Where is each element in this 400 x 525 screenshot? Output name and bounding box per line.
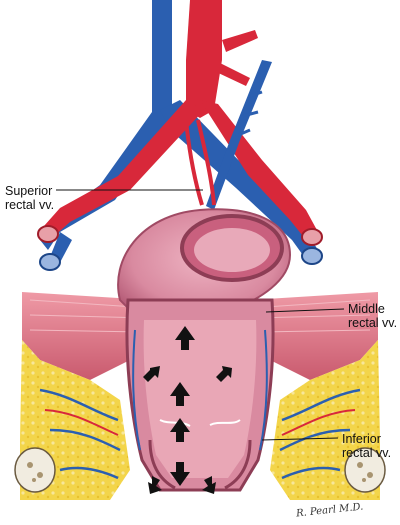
right-iliac-vein: [160, 100, 318, 258]
superior-label-line1: Superior: [5, 184, 53, 198]
internal-sphincter: [148, 439, 252, 490]
arrow-up-2: [170, 382, 190, 406]
right-common-iliac-artery: [200, 100, 318, 240]
leader-inferior: [261, 437, 339, 441]
right-vein-cut-end: [301, 247, 323, 265]
left-common-iliac-artery: [44, 100, 204, 238]
ischial-bones: [14, 447, 386, 493]
left-artery-cut-end: [37, 225, 59, 243]
rectal-mucosa: [143, 320, 257, 478]
aorta: [186, 0, 222, 118]
arrow-up-1: [175, 326, 195, 350]
venous-tributaries: [235, 90, 263, 138]
leader-middle: [265, 308, 345, 313]
iliac-vessels: [37, 0, 323, 271]
middle-label-line1: Middle: [348, 302, 385, 316]
leader-lines: [56, 189, 345, 441]
right-levator-muscle: [240, 292, 378, 380]
left-vein-cut-end: [39, 253, 61, 271]
arterial-branch-top: [222, 30, 258, 52]
superior-label-line2: rectal vv.: [5, 198, 55, 212]
inferior-rectal-arteries: [44, 409, 356, 436]
left-ischial-tuberosity: [14, 447, 56, 493]
arrow-down-left: [148, 476, 162, 494]
rectal-wall-veins: [132, 329, 268, 451]
right-artery-cut-end: [301, 228, 323, 246]
inferior-label-line1: Inferior: [342, 432, 381, 446]
middle-label-line2: rectal vv.: [348, 316, 398, 330]
arrow-up-right: [216, 366, 232, 382]
muscle-striations: [29, 299, 371, 333]
arrow-up-3: [170, 418, 190, 442]
pelvic-muscles: [22, 292, 378, 380]
arterial-branch-right: [212, 60, 250, 86]
mucosal-folds: [159, 419, 241, 427]
arrow-up-left: [143, 366, 160, 382]
superior-rectal-vessels: [184, 119, 216, 206]
arrow-down-center: [170, 462, 190, 486]
arrow-down-right: [202, 476, 216, 494]
inferior-rectal-veins-label: Inferior rectal vv.: [342, 432, 391, 460]
middle-rectal-veins-label: Middle rectal vv.: [348, 302, 397, 330]
superior-rectal-veins-label: Superior rectal vv.: [5, 184, 54, 212]
inferior-label-line2: rectal vv.: [342, 446, 392, 460]
left-inferior-rectal-veins: [39, 388, 121, 480]
right-ischial-tuberosity: [344, 447, 386, 493]
venous-drainage-arrows: [143, 326, 232, 494]
rectum: [117, 208, 292, 492]
right-inferior-rectal-veins: [279, 388, 361, 480]
left-levator-muscle: [22, 292, 160, 380]
